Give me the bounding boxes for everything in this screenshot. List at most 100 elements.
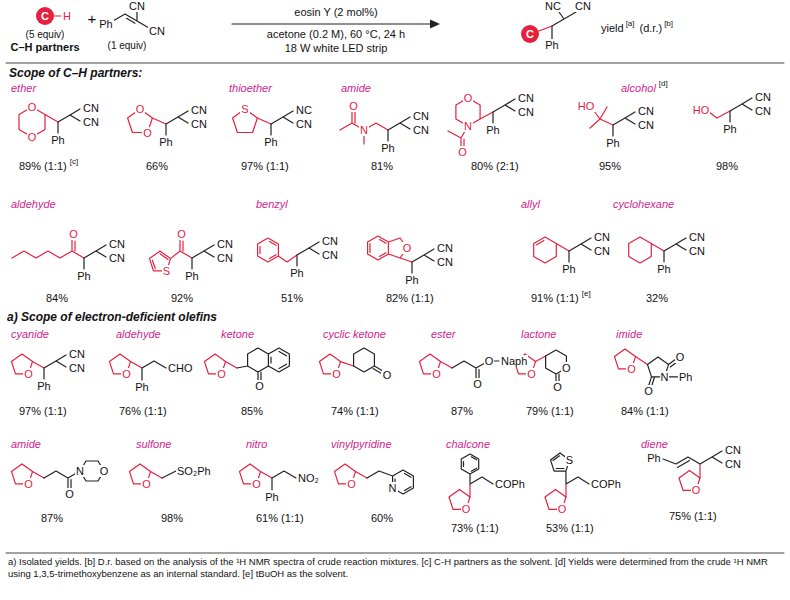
atom-label: COPh [494,478,526,490]
atom-label: SO₂Ph [176,465,212,477]
section-heading: a) Scope of electron-deficient olefins [6,310,218,324]
atom-label: O [68,228,79,240]
structure-bonds [367,470,413,494]
structure-bonds [629,237,664,263]
atom-label: CN [412,110,430,122]
yield-label: 76% (1:1) [118,405,168,417]
yield-label: (d.r.) [639,22,664,34]
structure-bonds [297,242,319,266]
structure-bonds [730,98,752,122]
structure-bonds [272,471,296,490]
structure-bonds [233,109,271,133]
atom-label: CN [724,444,742,456]
condition-text: acetone (0.2 M), 60 °C, 24 h [266,28,406,40]
yield-label: 53% (1:1) [545,522,595,534]
structure-bonds [699,464,700,478]
structure-bonds [131,362,143,368]
atom-label: Ph [36,380,51,392]
yield-label: 87% [450,405,474,417]
atom-label: Ph [158,136,173,148]
category-label: imide [615,328,643,340]
atom-label: O [472,378,483,390]
category-label: diene [640,438,669,450]
atom-label: O [27,101,38,113]
scheme-bonds [6,7,784,553]
atom-label: CN [574,0,592,12]
category-label: cyclic ketone [322,328,387,340]
atom-label: CN [148,25,166,37]
atom-label: O [346,478,357,490]
atom-label: CN [82,116,100,128]
section-heading: Scope of C–H partners: [8,66,143,80]
structure-bonds [19,107,58,137]
atom-label: O [176,228,187,240]
yield-label: 75% (1:1) [668,510,718,522]
category-label: benzyl [255,198,289,210]
atom-label: CN [593,231,611,243]
footnote-mark: [a] [625,19,636,28]
atom-label: CN [724,458,742,470]
structure-bonds [461,454,493,484]
condition-text: eosin Y (2 mol%) [293,6,378,18]
structure-bonds [565,484,566,497]
footnote-mark: [c] [69,157,79,166]
condition-text: 18 W white LED strip [284,42,389,54]
scheme-bonds [521,25,539,43]
atom-label: Ph [50,134,65,146]
structure-bonds [258,238,297,262]
atom-label: Ph [380,142,395,154]
atom-label: O [254,380,265,392]
atom-label: O [643,385,654,397]
category-label: chalcone [445,438,491,450]
structure-bonds [44,355,66,379]
atom-label: S [240,103,249,115]
scheme-bonds [6,63,784,553]
category-label: amide [10,438,42,450]
yield-label: 89% (1:1) [18,160,68,172]
category-label: amide [340,82,372,94]
scheme-bonds [430,20,440,29]
atom-label: Ph [263,136,278,148]
structure-bonds [226,362,238,368]
atom-label: Ph [404,274,419,286]
atom-label: CN [108,238,126,250]
yield-label: 73% (1:1) [450,522,500,534]
atom-label: O [402,242,413,254]
atom-label: Ph [678,371,693,383]
structure-bonds [271,111,293,135]
category-label: lactone [520,328,557,340]
scheme-bonds [232,23,431,24]
atom-label: O [135,103,146,115]
yield-label: 92% [170,292,194,304]
structure-bonds [569,238,591,262]
structure-bonds [341,362,354,366]
atom-label: O [691,484,702,496]
category-label: vinylpyridine [330,438,393,450]
atom-label: O [23,478,34,490]
structure-bonds [356,472,368,478]
atom-label: CN [190,118,208,130]
atom-label: O [463,92,474,104]
structure-bonds [33,362,45,368]
atom-label: COPh [590,478,622,490]
category-label: sulfone [135,438,172,450]
atom-label: O [484,355,495,367]
atom-label: CHO [167,362,193,374]
structure-bonds [469,484,470,497]
equiv-label: (1 equiv) [107,40,148,52]
atom-label: CN [517,92,535,104]
atom-label: Ph [646,452,661,464]
atom-label: CN [190,104,208,116]
atom-label: O [64,488,75,500]
yield-label: 82% (1:1) [385,292,435,304]
structure-bonds [663,451,722,468]
scheme-bonds [552,12,576,39]
equiv-label: (5 equiv) [25,29,66,41]
footnote-mark: [b] [663,19,674,28]
footnote-mark: [e] [581,289,592,298]
category-label: cyclohexane [612,198,675,210]
atom-label: O [251,478,262,490]
yield-label: 61% (1:1) [255,512,305,524]
category-label: aldehyde [10,198,57,210]
structure-bonds [368,236,412,262]
